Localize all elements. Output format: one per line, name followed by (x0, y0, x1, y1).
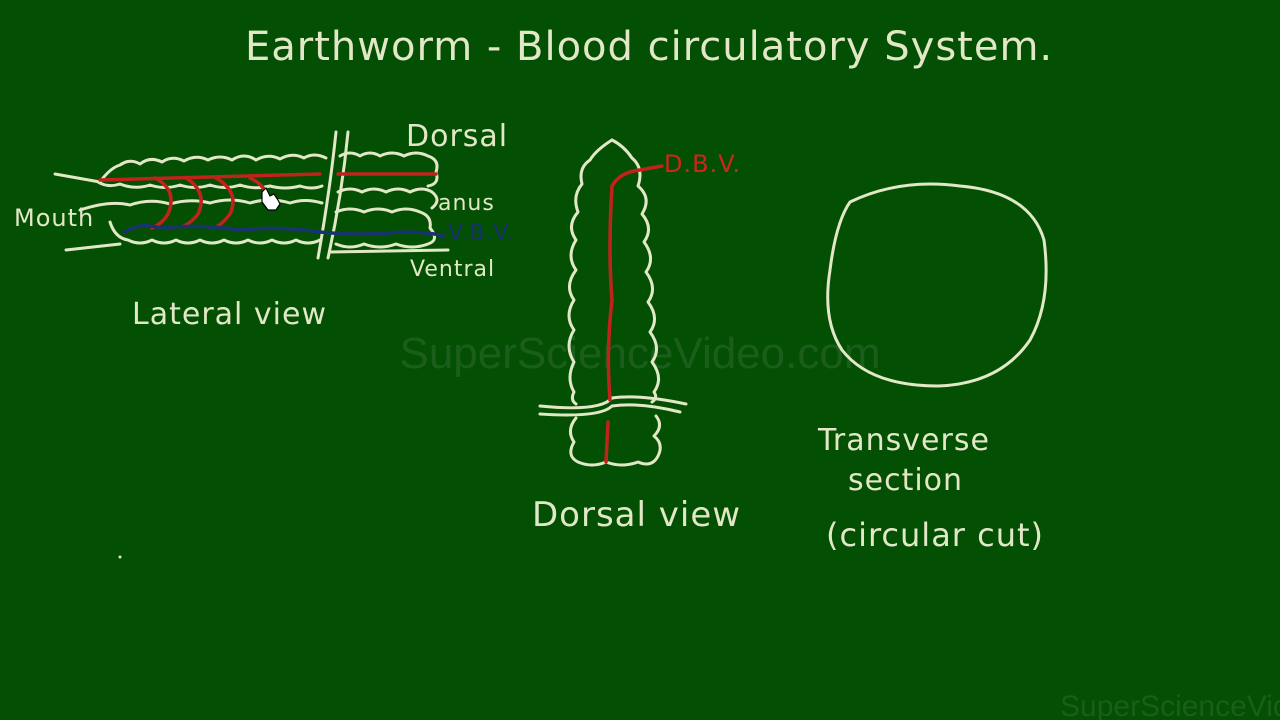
worm-dorsal-break-2 (538, 403, 682, 417)
transverse-section-circle (826, 182, 1048, 388)
label-ventral: Ventral (410, 257, 495, 282)
label-mouth: Mouth (14, 204, 94, 232)
ventral-blood-vessel-lateral (123, 224, 446, 238)
label-dorsal: Dorsal (406, 119, 508, 154)
label-transverse: Transverse (817, 423, 990, 458)
worm-inner-line-2 (78, 198, 324, 212)
worm-body-upper-left (53, 153, 328, 184)
worm-dorsal-tail (569, 414, 662, 467)
caption-lateral-view: Lateral view (132, 297, 327, 332)
label-circular-cut: (circular cut) (826, 516, 1044, 554)
worm-inner-line-1 (96, 180, 324, 190)
worm-ground-line-right (328, 248, 450, 254)
dorsal-view-diagram (538, 138, 688, 467)
label-anus: anus (438, 191, 495, 216)
worm-dorsal-break-1 (538, 395, 688, 410)
chalk-dot (118, 555, 122, 559)
dorsal-blood-vessel-tail (604, 420, 610, 464)
worm-ground-line-left (64, 242, 122, 252)
worm-body-lower-right (334, 207, 436, 249)
worm-dorsal-outline-right (610, 138, 660, 404)
worm-body-upper-right (338, 151, 439, 188)
heart-loop-3 (214, 176, 235, 228)
label-section: section (848, 463, 963, 498)
heart-loop-1 (150, 176, 173, 230)
lateral-view-diagram (53, 130, 450, 260)
worm-break-mark-2 (326, 130, 350, 260)
caption-dorsal-view: Dorsal view (532, 495, 741, 535)
watermark-center: SuperScienceVideo.com (399, 329, 880, 378)
worm-body-lower-left (108, 220, 322, 245)
dorsal-blood-vessel-lateral (98, 172, 322, 182)
dbv-pointer-line (610, 164, 664, 188)
pointer-hand-icon (261, 186, 281, 211)
heart-loop-2 (182, 176, 203, 228)
worm-dorsal-outline-left (567, 138, 614, 406)
label-dbv: D.B.V. (664, 150, 741, 178)
page-title: Earthworm - Blood circulatory System. (245, 24, 1053, 70)
label-vbv: V.B.V. (448, 221, 515, 246)
dorsal-blood-vessel-dorsal-view (606, 184, 614, 402)
watermark-corner: SuperScienceVideo (1060, 690, 1280, 720)
worm-break-mark-1 (316, 130, 338, 260)
worm-body-mid-right (336, 187, 439, 210)
